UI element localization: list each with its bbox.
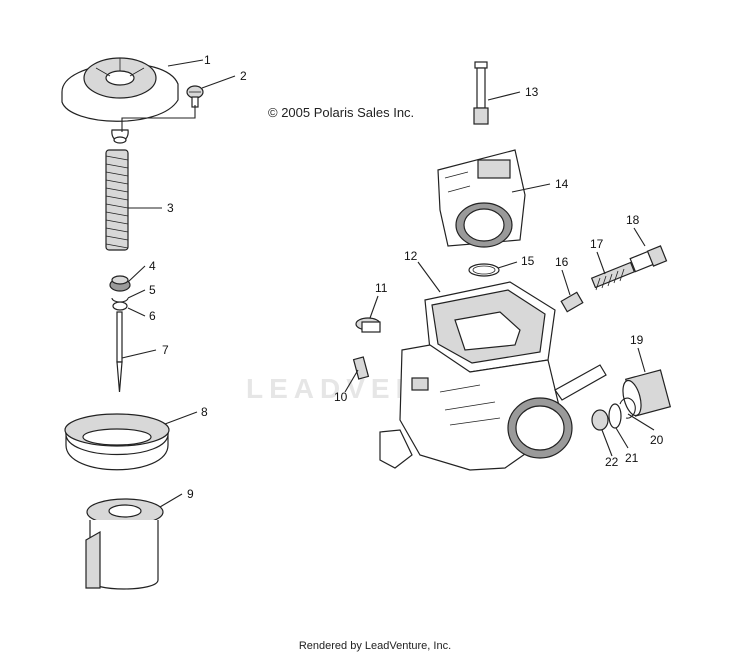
part-2-screw — [186, 85, 204, 108]
callout-12: 12 — [404, 249, 418, 263]
callout-22: 22 — [605, 455, 619, 469]
part-3-spring — [105, 149, 129, 251]
callout-7: 7 — [162, 343, 169, 357]
part-21-washer — [608, 403, 622, 429]
part-18-screw — [629, 245, 668, 273]
part-10-screw — [352, 356, 370, 380]
callout-18: 18 — [626, 213, 640, 227]
leader-lines — [121, 59, 655, 508]
callout-16: 16 — [555, 255, 569, 269]
part-9-slide — [85, 498, 164, 590]
part-19-cap — [622, 369, 672, 417]
part-8-diaphragm — [64, 413, 170, 471]
part-13-screw — [473, 61, 489, 125]
callout-14: 14 — [555, 177, 569, 191]
copyright-notice: © 2005 Polaris Sales Inc. — [268, 105, 415, 120]
callout-20: 20 — [650, 433, 664, 447]
part-22-bushing — [591, 409, 609, 431]
part-1-top-cover — [61, 57, 179, 144]
callout-15: 15 — [521, 254, 535, 268]
callout-19: 19 — [630, 333, 644, 347]
callout-1: 1 — [204, 53, 211, 67]
part-14-housing — [437, 149, 526, 248]
callout-4: 4 — [149, 259, 156, 273]
callout-21: 21 — [625, 451, 639, 465]
callout-5: 5 — [149, 283, 156, 297]
callout-6: 6 — [149, 309, 156, 323]
part-4-retainer — [109, 275, 131, 292]
part-15-o-ring — [468, 263, 500, 277]
callout-9: 9 — [187, 487, 194, 501]
part-16-jet — [560, 291, 584, 313]
part-17-spring — [590, 261, 636, 291]
part-20-clip — [619, 397, 636, 419]
callout-2: 2 — [240, 69, 247, 83]
part-11-plug — [355, 317, 381, 333]
part-12-carburetor-body — [379, 281, 607, 471]
callout-13: 13 — [525, 85, 539, 99]
part-6-washer — [112, 301, 128, 311]
callout-17: 17 — [590, 237, 604, 251]
callout-labels: 1 2 3 4 5 6 7 8 9 10 11 12 13 14 15 16 1… — [149, 53, 664, 501]
footer-credit: Rendered by LeadVenture, Inc. — [298, 640, 452, 652]
callout-11: 11 — [375, 281, 388, 295]
callout-3: 3 — [167, 201, 174, 215]
callout-10: 10 — [334, 390, 348, 404]
callout-8: 8 — [201, 405, 208, 419]
part-7-needle — [116, 311, 123, 393]
